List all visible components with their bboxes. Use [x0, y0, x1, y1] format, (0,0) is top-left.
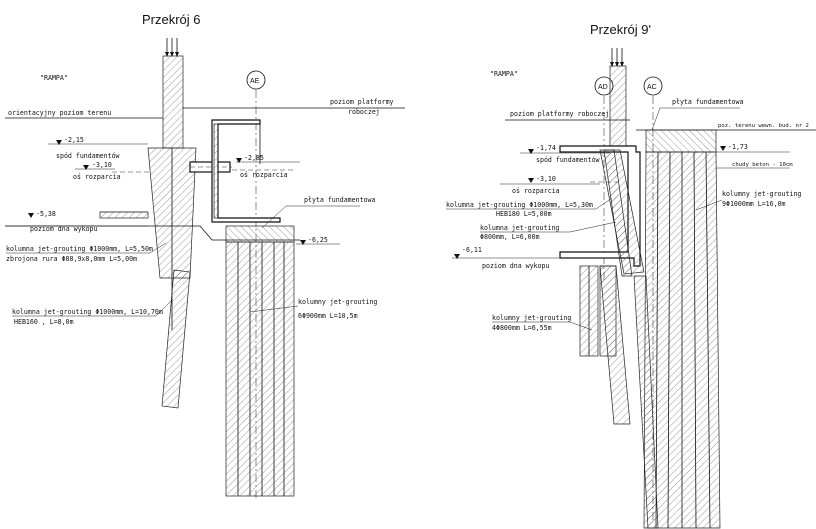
section-9: Przekrój 9' "RAMPA" AD AC płyta fundamen…: [446, 22, 816, 529]
axis-ae-label: AE: [250, 78, 260, 85]
inclined-column-left: [161, 269, 191, 409]
svg-text:-3,10: -3,10: [92, 161, 112, 169]
excavation-level-left: -5,38 poziom dna wykopu: [5, 210, 300, 241]
svg-text:-5,38: -5,38: [36, 210, 56, 218]
excavation-right-label: poziom dna wykopu: [482, 262, 550, 270]
column-jet-label-2: kolumna jet-grouting Φ1000mm, L=10,70m: [12, 308, 163, 316]
columns-left-label-2: 4Φ800mm L=6,55m: [492, 324, 552, 332]
platform-label-1: poziom platformy: [330, 98, 394, 106]
svg-text:-2,85: -2,85: [244, 154, 264, 162]
pile-group-left: [225, 241, 295, 497]
level-6-11: -6,11 poziom dna wykopu: [452, 246, 620, 270]
axis-ad-label: AD: [598, 84, 608, 91]
upper-column-right: [609, 65, 627, 147]
column-jet-right-label-1: kolumna jet-grouting Φ1000mm, L=5,30m: [446, 201, 593, 209]
pile-group-right-small: [579, 265, 631, 425]
platform-label-2: roboczej: [348, 108, 380, 116]
columns-label-2: 6Φ900mm L=10,5m: [298, 312, 358, 320]
upper-column-left: [162, 55, 184, 149]
strut-axis-right: -3,10 oś rozparcia: [500, 175, 618, 195]
heb-right-label: HEB180 L=5,00m: [496, 210, 552, 218]
heb-label-1: HEB160 , L=8,0m: [14, 318, 74, 326]
pipe-label: zbrojona rura Φ88,9x8,0mm L=5,00m: [6, 255, 137, 263]
level-2-85: -2,85 oś rozparcia: [232, 154, 300, 179]
axis-ad-circle: [594, 76, 614, 96]
rampa-label-right: "RAMPA": [490, 70, 518, 78]
svg-text:oś rozparcia: oś rozparcia: [73, 173, 121, 181]
lean-concrete-label: chudy beton - 10cm: [732, 162, 793, 168]
level-1-74: -1,74 spód fundamentów: [520, 144, 610, 164]
svg-text:-1,73: -1,73: [728, 143, 748, 151]
terrain-inner-label: poz. terenu wewn. bud. nr 2: [718, 123, 809, 129]
strut-axis-left: -3,10 oś rozparcia: [73, 161, 150, 181]
level-2-15: -2,15 spód fundamentów: [48, 136, 148, 160]
column-jet-label-1: kolumna jet-grouting Φ1000mm, L=5,50m: [6, 245, 153, 253]
columns-right-label-2: 9Φ1000mm L=16,0m: [722, 200, 786, 208]
foundation-bottom-label: spód fundamentów: [56, 152, 120, 160]
svg-text:-6,11: -6,11: [462, 246, 482, 254]
section-6: Przekrój 6 "RAMPA" orientacyjny poziom t…: [5, 12, 405, 500]
svg-text:-1,74: -1,74: [536, 144, 556, 152]
axis-ac-circle: [643, 76, 663, 96]
axis-ae-circle: [246, 70, 266, 90]
axis-ac-label: AC: [647, 84, 657, 91]
svg-text:oś rozparcia: oś rozparcia: [240, 171, 288, 179]
load-arrows-left: [165, 38, 179, 57]
svg-text:-2,15: -2,15: [64, 136, 84, 144]
rampa-label-left: "RAMPA": [40, 74, 68, 82]
columns-label-1: kolumny jet-grouting: [298, 298, 377, 306]
svg-text:oś rozparcia: oś rozparcia: [512, 187, 560, 195]
column-jet-right-label-2b: Φ800mm, L=6,00m: [480, 233, 540, 241]
section-6-title: Przekrój 6: [142, 12, 201, 27]
slab-label-left: płyta fundamentowa: [304, 196, 375, 204]
level-1-73: -1,73 chudy beton - 10cm: [716, 143, 793, 169]
svg-text:-6,25: -6,25: [308, 236, 328, 244]
platform-label-right: poziom platformy roboczej: [510, 110, 609, 118]
svg-text:-3,10: -3,10: [536, 175, 556, 183]
foundation-slab-right: [645, 129, 717, 153]
section-9-title: Przekrój 9': [590, 22, 651, 37]
foundation-bottom-right-label: spód fundamentów: [536, 156, 600, 164]
excavation-label-left: poziom dna wykopu: [30, 225, 98, 233]
terrain-label: orientacyjny poziom terenu: [8, 109, 111, 117]
columns-right-label-1: kolumny jet-grouting: [722, 190, 801, 198]
pile-group-right-main: [633, 151, 721, 529]
load-arrows-right: [610, 48, 624, 67]
slab-label-right: płyta fundamentowa: [672, 98, 743, 106]
wall-structure-ae: [211, 119, 281, 223]
level-6-25: -6,25: [296, 236, 340, 245]
columns-left-label-1: kolumny jet-grouting: [492, 314, 571, 322]
column-jet-right-label-2a: kolumna jet-grouting: [480, 224, 559, 232]
